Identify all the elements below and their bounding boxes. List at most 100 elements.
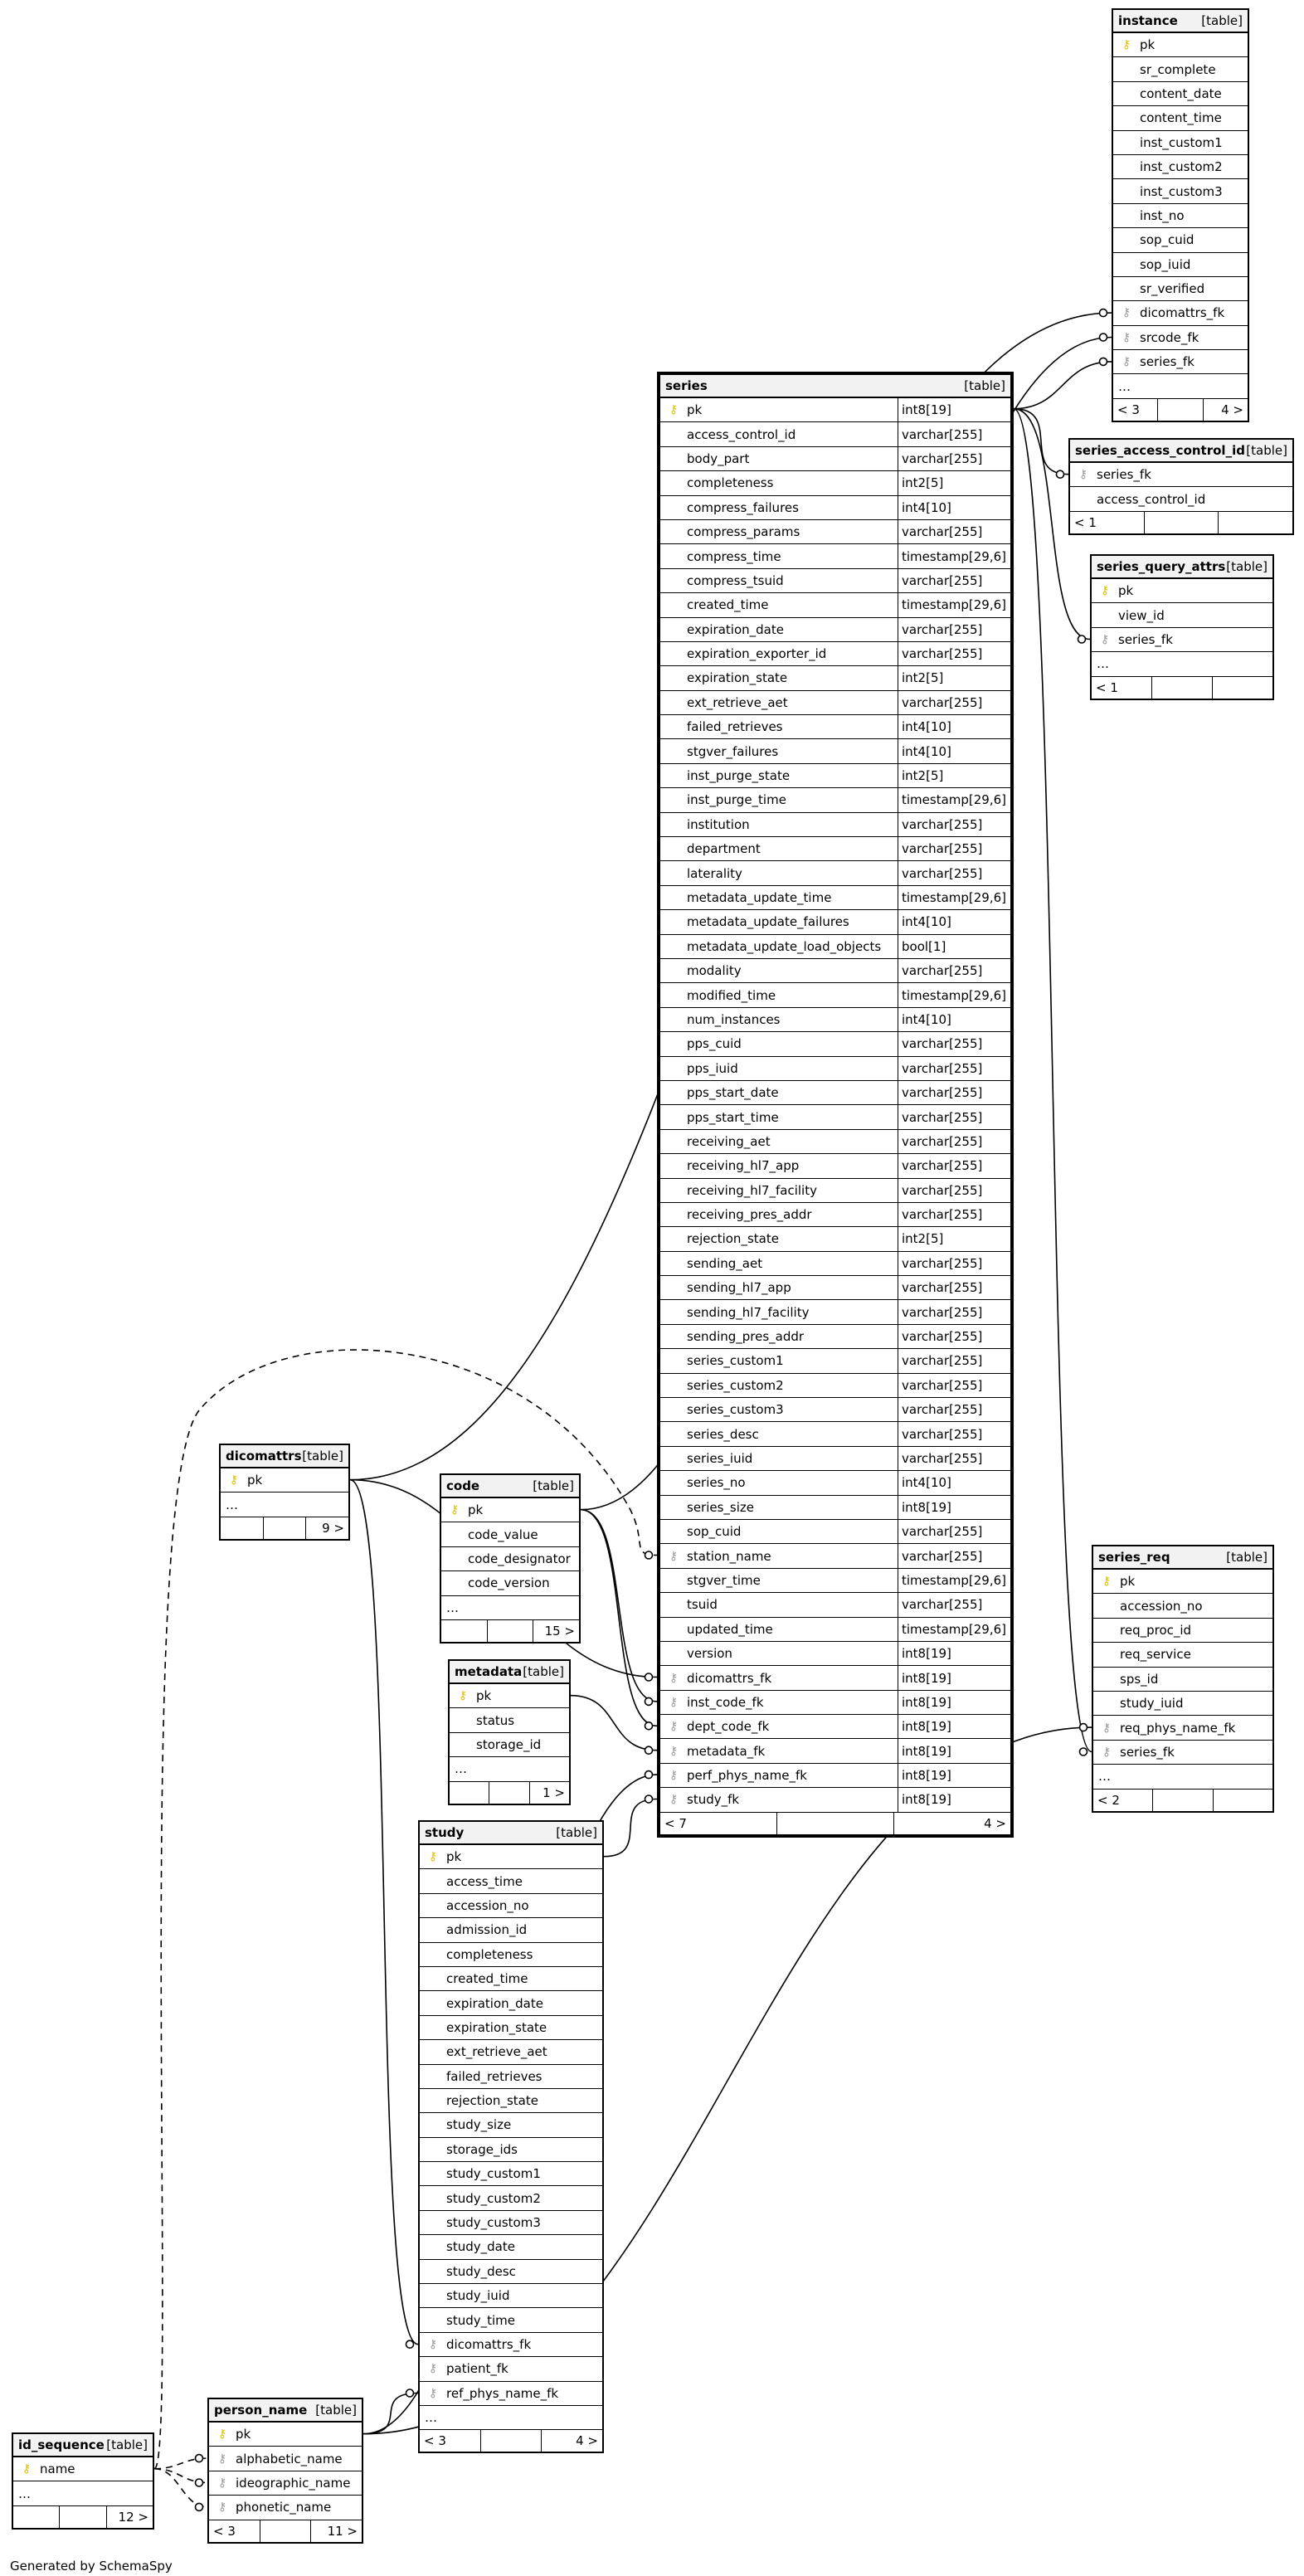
column-row[interactable]: ⚷patient_fk	[420, 2357, 602, 2382]
column-row[interactable]: inst_no	[1113, 204, 1248, 229]
table-series-access-control-id[interactable]: series_access_control_id[table]⚷series_f…	[1068, 438, 1294, 535]
parents-count[interactable]	[450, 1781, 490, 1804]
table-name[interactable]: metadata	[455, 1664, 523, 1679]
children-count[interactable]: 4 >	[576, 2433, 599, 2449]
footer-spacer[interactable]	[488, 1619, 534, 1642]
footer-spacer[interactable]	[777, 1812, 894, 1834]
parents-count[interactable]: < 2	[1093, 1789, 1154, 1811]
column-row[interactable]: failed_retrieves	[420, 2065, 602, 2089]
column-row[interactable]: ext_retrieve_aet	[420, 2040, 602, 2065]
column-row[interactable]: inst_custom2	[1113, 155, 1248, 180]
column-row[interactable]: ⚷dicomattrs_fk	[420, 2333, 602, 2358]
column-row[interactable]: sr_verified	[1113, 277, 1248, 302]
children-count[interactable]: 1 >	[543, 1785, 565, 1800]
column-row[interactable]: ⚷series_fk	[1092, 628, 1272, 653]
more-columns-row[interactable]: …	[1092, 652, 1272, 677]
column-row[interactable]: sps_id	[1093, 1668, 1272, 1692]
table-name[interactable]: series_req	[1098, 1550, 1170, 1565]
column-row[interactable]: ⚷series_fk	[1113, 350, 1248, 375]
column-row[interactable]: access_control_id	[1070, 487, 1292, 512]
column-row[interactable]: code_version	[441, 1571, 579, 1596]
column-row[interactable]: rejection_state	[420, 2089, 602, 2114]
column-row[interactable]: study_iuid	[1093, 1692, 1272, 1717]
parents-count[interactable]: < 3	[1113, 398, 1159, 421]
column-row[interactable]: ⚷ideographic_name	[209, 2471, 362, 2496]
children-count[interactable]: 4 >	[1221, 402, 1243, 417]
children-count[interactable]	[1213, 677, 1272, 699]
more-columns-row[interactable]: …	[1093, 1765, 1272, 1790]
column-row[interactable]: ⚷series_fk	[1093, 1741, 1272, 1765]
parents-count[interactable]: < 3	[209, 2520, 260, 2542]
column-row[interactable]: inst_custom3	[1113, 179, 1248, 204]
table-name[interactable]: dicomattrs	[226, 1449, 302, 1463]
parents-count[interactable]	[13, 2505, 61, 2528]
column-row[interactable]: expiration_state	[420, 2016, 602, 2041]
column-row[interactable]: content_time	[1113, 106, 1248, 131]
column-row[interactable]: status	[450, 1708, 569, 1733]
table-name[interactable]: code	[446, 1478, 480, 1493]
column-row[interactable]: ⚷pk	[221, 1468, 348, 1493]
column-row[interactable]: ⚷phonetic_name	[209, 2496, 362, 2520]
children-count[interactable]: 12 >	[118, 2509, 148, 2525]
more-columns-row[interactable]: …	[1113, 374, 1248, 399]
column-row[interactable]: expiration_date	[420, 1991, 602, 2016]
footer-spacer[interactable]	[60, 2505, 107, 2528]
column-row[interactable]: ⚷pk	[1092, 579, 1272, 604]
column-row[interactable]: sr_complete	[1113, 57, 1248, 82]
column-row[interactable]: study_date	[420, 2235, 602, 2260]
parents-count[interactable]: < 7	[660, 1812, 777, 1834]
table-name[interactable]: instance	[1118, 13, 1178, 28]
column-row[interactable]: view_id	[1092, 603, 1272, 628]
column-row[interactable]: ⚷dicomattrs_fk	[1113, 301, 1248, 326]
column-row[interactable]: ⚷pk	[1093, 1570, 1272, 1595]
parents-count[interactable]: < 1	[1070, 511, 1145, 533]
children-count[interactable]: 4 >	[984, 1815, 1006, 1831]
column-row[interactable]: ⚷pk	[209, 2423, 362, 2447]
column-row[interactable]: sop_cuid	[1113, 228, 1248, 253]
parents-count[interactable]	[441, 1619, 488, 1642]
column-row[interactable]: ⚷pk	[420, 1845, 602, 1870]
column-row[interactable]: ⚷pk	[1113, 33, 1248, 58]
column-row[interactable]: ⚷pk	[450, 1684, 569, 1709]
column-row[interactable]: study_custom2	[420, 2186, 602, 2211]
more-columns-row[interactable]: …	[13, 2481, 153, 2506]
column-row[interactable]: code_value	[441, 1522, 579, 1547]
children-count[interactable]: 9 >	[322, 1520, 345, 1536]
column-row[interactable]: content_date	[1113, 82, 1248, 107]
column-row[interactable]: ⚷ref_phys_name_fk	[420, 2382, 602, 2406]
table-id-sequence[interactable]: id_sequence[table]⚷name…12 >	[12, 2432, 154, 2530]
footer-spacer[interactable]	[264, 1517, 307, 1539]
column-row[interactable]: req_proc_id	[1093, 1619, 1272, 1643]
